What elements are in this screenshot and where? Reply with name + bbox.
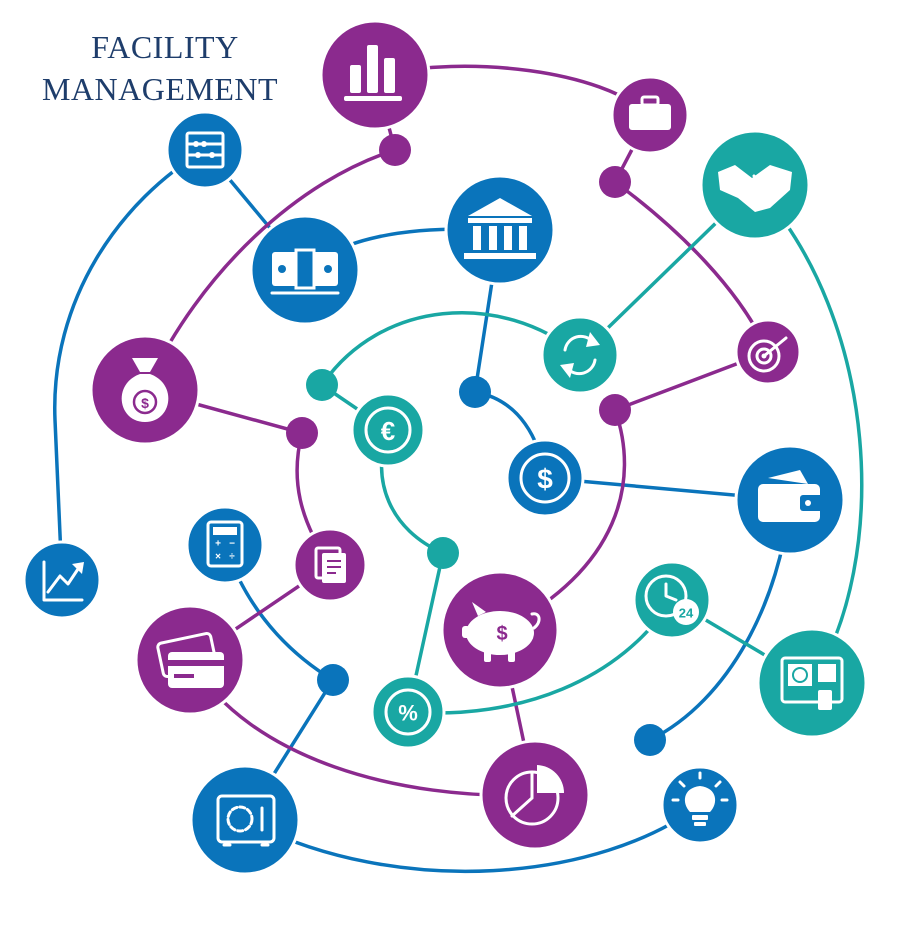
bar-chart-icon [344, 45, 402, 101]
credit-cards-icon [156, 632, 224, 688]
safe-icon [216, 794, 276, 847]
document-icon [314, 546, 346, 583]
refresh-node[interactable] [540, 315, 620, 395]
calculator-node[interactable]: + − × ÷ [185, 505, 265, 585]
euro-coin-icon: € [364, 406, 412, 454]
svg-text:÷: ÷ [229, 552, 235, 563]
target-node[interactable] [734, 318, 802, 386]
title-line-2: MANAGEMENT [42, 71, 278, 107]
wallet-node[interactable] [734, 444, 846, 556]
path-teal-inner [320, 311, 582, 386]
title-line-1: FACILITY [91, 29, 238, 65]
calculator-icon: + − × ÷ [206, 520, 244, 568]
money-bag-icon: $ [121, 358, 169, 422]
pie-chart-node[interactable] [479, 739, 591, 851]
growth-chart-node[interactable] [22, 540, 102, 620]
bank-node[interactable] [444, 174, 556, 286]
dot-purple-top [379, 134, 411, 166]
dot-purple-upper-right [599, 166, 631, 198]
dot-teal-left [306, 369, 338, 401]
dot-purple-right [599, 394, 631, 426]
atm-icon [780, 656, 844, 710]
dollar-coin-icon: $ [519, 452, 571, 504]
svg-text:×: × [215, 552, 221, 563]
target-icon [747, 336, 788, 373]
lightbulb-node[interactable] [660, 765, 740, 845]
wallet-icon [758, 470, 824, 522]
svg-text:+: + [215, 539, 221, 550]
atm-node[interactable] [756, 627, 868, 739]
safe-node[interactable] [189, 764, 301, 876]
path-blue-bottom [244, 803, 702, 874]
bank-icon [464, 198, 536, 259]
banknotes-node[interactable] [249, 214, 361, 326]
dollar-glyph: $ [537, 464, 553, 495]
dot-blue-lower-right [634, 724, 666, 756]
path-teal-outer [753, 183, 864, 684]
dot-blue-lower-left [317, 664, 349, 696]
banknotes-icon [270, 248, 340, 295]
dot-purple-left [286, 417, 318, 449]
path-purple-right [498, 350, 769, 796]
dollar-node[interactable]: $ [505, 438, 585, 518]
percent-coin-icon: % [384, 688, 432, 736]
money-bag-dollar-glyph: $ [141, 395, 149, 411]
piggy-bank-node[interactable]: $ [440, 570, 560, 690]
refresh-icon [560, 332, 600, 378]
piggy-dollar-glyph: $ [496, 623, 507, 645]
briefcase-node[interactable] [610, 75, 690, 155]
handshake-node[interactable] [699, 129, 811, 241]
handshake-icon [718, 165, 792, 212]
money-bag-node[interactable]: $ [89, 334, 201, 446]
document-node[interactable] [292, 527, 368, 603]
svg-text:−: − [229, 539, 235, 550]
clock-24-node[interactable]: 24 [632, 560, 712, 640]
path-blue-outer [53, 148, 206, 581]
abacus-node[interactable] [165, 110, 245, 190]
abacus-icon [185, 131, 225, 169]
diagram-title: FACILITY MANAGEMENT [42, 29, 278, 107]
dot-teal-center [427, 537, 459, 569]
lightbulb-icon [671, 771, 729, 826]
euro-node[interactable]: € [350, 392, 426, 468]
dot-blue-center [459, 376, 491, 408]
junction-dots [286, 134, 666, 756]
clock-24-icon: 24 [644, 574, 699, 625]
pie-chart-icon [504, 765, 565, 826]
bar-chart-node[interactable] [319, 19, 431, 131]
briefcase-icon [629, 95, 671, 130]
growth-chart-icon [42, 560, 84, 602]
percent-node[interactable]: % [370, 674, 446, 750]
clock-24-label: 24 [679, 606, 694, 621]
credit-cards-node[interactable] [134, 604, 246, 716]
euro-glyph: € [381, 416, 395, 446]
piggy-bank-icon: $ [462, 602, 541, 662]
percent-glyph: % [398, 701, 418, 726]
